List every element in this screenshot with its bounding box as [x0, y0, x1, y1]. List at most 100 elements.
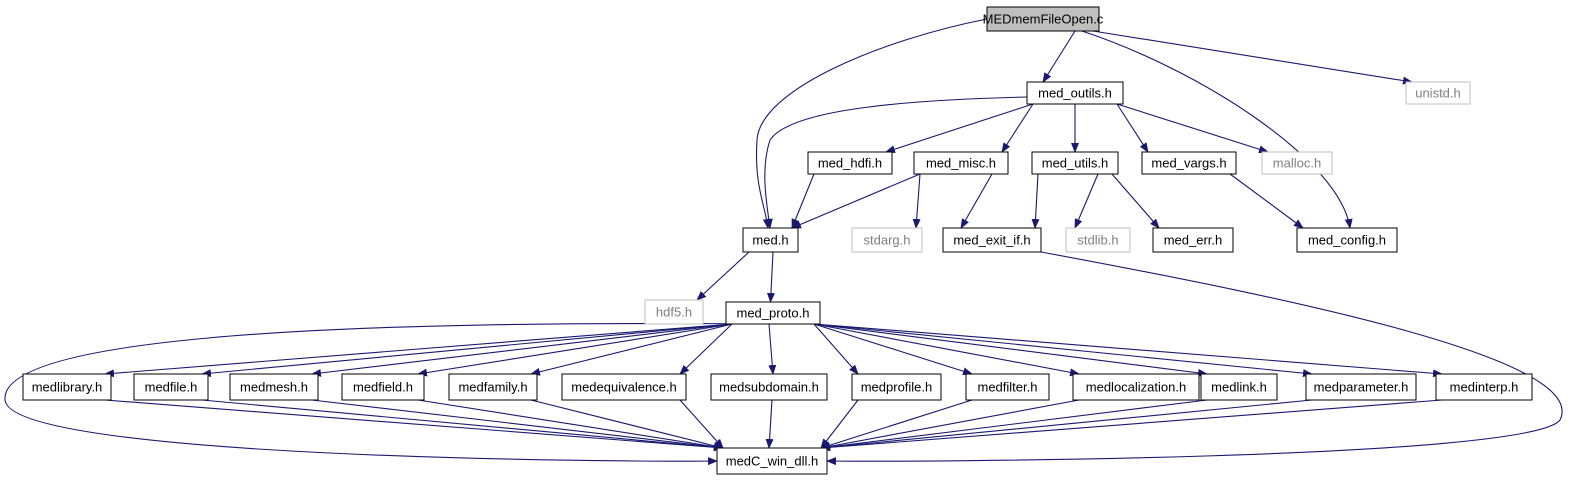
node-label: medlink.h [1211, 380, 1267, 395]
node-box [716, 447, 828, 475]
edge-med_proto-to-medequivalence [679, 323, 733, 375]
node-box [1405, 81, 1471, 105]
node-med-outils[interactable]: med_outils.h [1026, 81, 1124, 105]
node-med-hdfi[interactable]: med_hdfi.h [807, 151, 893, 175]
node-box [913, 151, 1009, 175]
edge-medfamily-to-medC_win_dll [530, 399, 724, 450]
node-medsubdomain[interactable]: medsubdomain.h [710, 373, 828, 401]
edge-med_misc-to-stdarg [912, 173, 921, 229]
node-med-err[interactable]: med_err.h [1152, 227, 1234, 253]
node-label: medlibrary.h [32, 380, 103, 395]
node-medC-win-dll[interactable]: medC_win_dll.h [716, 447, 828, 475]
node-label: medsubdomain.h [719, 380, 819, 395]
edge-med_proto-to-medfile [201, 323, 733, 378]
edge-medparameter-to-medC_win_dll [820, 399, 1313, 452]
node-label: medfamily.h [458, 380, 527, 395]
node-label: hdf5.h [656, 305, 692, 320]
node-box [448, 373, 538, 401]
edge-med_exit_if-to-medC_win_dll [826, 251, 1563, 466]
nodes-layer: MEDmemFileOpen.c med_outils.h unistd.h med_… [22, 6, 1533, 475]
edge-med_outils-to-med_vargs [1116, 103, 1149, 153]
node-box [341, 373, 425, 401]
node-box [807, 151, 893, 175]
node-label: med_utils.h [1042, 156, 1108, 171]
node-box [1200, 373, 1278, 401]
node-medfile[interactable]: medfile.h [133, 373, 209, 401]
node-medlocalization[interactable]: medlocalization.h [1072, 373, 1200, 401]
edge-med_proto-to-medprofile [813, 323, 859, 375]
node-label: medfield.h [353, 380, 413, 395]
node-label: medparameter.h [1314, 380, 1409, 395]
node-label: med_proto.h [737, 306, 810, 321]
edge-med_proto-to-medlocalization [813, 323, 1080, 377]
node-medfamily[interactable]: medfamily.h [448, 373, 538, 401]
node-label: MEDmemFileOpen.c [983, 12, 1104, 27]
node-box [1031, 151, 1119, 175]
node-label: med_config.h [1308, 233, 1386, 248]
edge-medinterp-to-medC_win_dll [820, 399, 1443, 452]
node-box [1072, 373, 1200, 401]
edges-layer [4, 18, 1563, 466]
node-box [725, 301, 821, 325]
node-box [644, 299, 704, 325]
node-label: malloc.h [1273, 156, 1321, 171]
node-label: unistd.h [1415, 86, 1461, 101]
edge-med_proto-to-medlink [813, 323, 1208, 377]
edge-med_proto-to-medfilter [813, 323, 973, 376]
node-label: med_exit_if.h [953, 233, 1030, 248]
edge-medfile-to-medC_win_dll [201, 399, 724, 452]
node-label: med.h [752, 233, 788, 248]
edge-root-to-med [755, 18, 988, 229]
node-medequivalence[interactable]: medequivalence.h [561, 373, 687, 401]
node-box [986, 6, 1100, 32]
node-med-vargs[interactable]: med_vargs.h [1141, 151, 1237, 175]
node-label: medC_win_dll.h [726, 454, 819, 469]
node-label: med_misc.h [926, 156, 996, 171]
node-box [1026, 81, 1124, 105]
node-box [942, 227, 1042, 253]
node-stdarg: stdarg.h [851, 227, 923, 253]
node-label: medmesh.h [240, 380, 308, 395]
node-med-misc[interactable]: med_misc.h [913, 151, 1009, 175]
node-medinterp[interactable]: medinterp.h [1435, 373, 1533, 401]
edge-med_proto-to-medmesh [311, 323, 733, 377]
node-medlink[interactable]: medlink.h [1200, 373, 1278, 401]
node-label: medprofile.h [861, 380, 933, 395]
edge-root-to-med_outils [1042, 30, 1076, 83]
node-medlibrary[interactable]: medlibrary.h [22, 373, 112, 401]
node-root[interactable]: MEDmemFileOpen.c [983, 6, 1104, 32]
edge-med_hdfi-to-med [791, 173, 815, 229]
node-box [742, 227, 799, 253]
node-med-utils[interactable]: med_utils.h [1031, 151, 1119, 175]
node-label: medinterp.h [1450, 380, 1519, 395]
node-box [133, 373, 209, 401]
node-med-proto[interactable]: med_proto.h [725, 301, 821, 325]
node-medfield[interactable]: medfield.h [341, 373, 425, 401]
node-box [561, 373, 687, 401]
node-medparameter[interactable]: medparameter.h [1305, 373, 1417, 401]
edge-med_proto-to-medsubdomain [768, 323, 777, 375]
node-label: medfilter.h [978, 380, 1038, 395]
edge-medsubdomain-to-medC_win_dll [765, 399, 774, 449]
node-med-config[interactable]: med_config.h [1296, 227, 1398, 253]
node-hdf5: hdf5.h [644, 299, 704, 325]
node-medmesh[interactable]: medmesh.h [229, 373, 319, 401]
node-medprofile[interactable]: medprofile.h [851, 373, 942, 401]
node-label: stdlib.h [1077, 233, 1118, 248]
edge-med_proto-to-medfield [417, 323, 733, 377]
node-box [1065, 227, 1131, 253]
edge-root-to-unistd [1092, 30, 1413, 85]
node-med[interactable]: med.h [742, 227, 799, 253]
edge-med_outils-to-med_misc [1001, 103, 1034, 153]
edge-med_proto-to-medlibrary [104, 323, 733, 378]
node-med-exit-if[interactable]: med_exit_if.h [942, 227, 1042, 253]
edge-med_proto-to-medinterp [813, 323, 1443, 378]
node-label: medequivalence.h [571, 380, 677, 395]
edge-medfield-to-medC_win_dll [417, 399, 724, 451]
node-box [1435, 373, 1533, 401]
edge-med_outils-to-med_hdfi [885, 103, 1034, 154]
node-box [229, 373, 319, 401]
edge-med-to-med_proto [766, 251, 775, 303]
edge-med_proto-to-medparameter [813, 323, 1313, 378]
node-medfilter[interactable]: medfilter.h [965, 373, 1050, 401]
